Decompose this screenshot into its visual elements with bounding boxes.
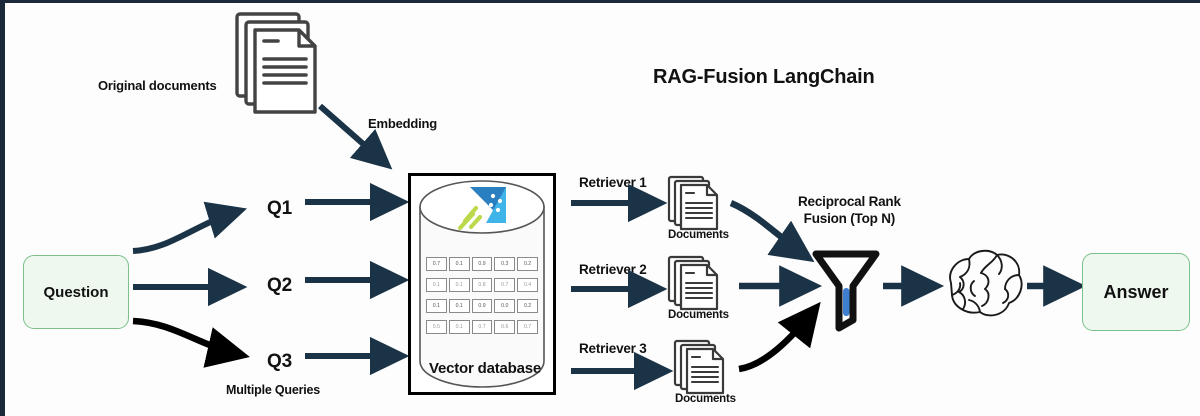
query-label-q3: Q3 [267, 351, 292, 372]
retriever-2-label: Retriever 2 [579, 262, 647, 277]
retrieved-documents-icon-3 [673, 339, 735, 395]
vector-cell: 0.5 [426, 320, 447, 334]
vector-cell: 0.1 [448, 278, 470, 292]
q3-to-vectordb-arrow [305, 336, 410, 376]
llm-brain-icon [941, 243, 1027, 327]
vector-database-label: Vector database [429, 360, 542, 377]
vector-cell: 0.9 [471, 299, 493, 313]
vector-cell: 0.7 [494, 278, 516, 292]
retriever-2-arrow [571, 269, 668, 309]
answer-node[interactable]: Answer [1082, 253, 1190, 331]
multiple-queries-label: Multiple Queries [226, 383, 321, 397]
vector-cell: 0.6 [494, 320, 516, 334]
llm-to-answer-arrow [1027, 265, 1087, 307]
documents-3-to-fusion-arrow [738, 301, 821, 373]
page-title: RAG-Fusion LangChain [653, 66, 875, 88]
query-label-q1: Q1 [267, 198, 292, 219]
query-label-q2: Q2 [267, 275, 292, 296]
vector-cell: 0.1 [426, 299, 447, 313]
embedding-label: Embedding [368, 116, 437, 131]
funnel-icon [811, 248, 881, 332]
question-node[interactable]: Question [23, 255, 129, 329]
documents-1-to-fusion-arrow [729, 200, 815, 263]
vector-cell: 0.1 [448, 299, 470, 313]
q2-to-vectordb-arrow [305, 260, 410, 300]
fusion-to-llm-arrow [883, 265, 945, 307]
vector-cell: 0.7 [426, 257, 447, 271]
vector-cell: 0.3 [494, 257, 516, 271]
reciprocal-rank-fusion-label: Reciprocal Rank Fusion (Top N) [798, 194, 901, 226]
vector-cell: 0.4 [517, 278, 538, 292]
original-documents-label: Original documents [98, 78, 217, 93]
retrieved-documents-icon-1 [667, 175, 729, 231]
question-fanout-arrows [132, 201, 250, 368]
documents-label-2: Documents [668, 309, 729, 321]
question-label: Question [43, 283, 109, 301]
vector-cell: 0.1 [448, 257, 470, 271]
vector-cell: 0.2 [517, 299, 538, 313]
retrieved-documents-icon-2 [667, 255, 729, 311]
vector-cell: 0.0 [494, 299, 516, 313]
vector-cell: 0.2 [517, 257, 538, 271]
vector-database-cylinder [419, 180, 545, 388]
documents-2-to-fusion-arrow [739, 265, 823, 307]
q1-to-vectordb-arrow [305, 182, 410, 222]
vector-cell: 0.9 [471, 257, 493, 271]
retriever-3-arrow [571, 351, 674, 391]
vector-cell: 0.7 [471, 320, 493, 334]
vector-cell: 0.7 [517, 320, 538, 334]
vector-cell: 0.8 [471, 278, 493, 292]
answer-label: Answer [1103, 281, 1169, 302]
documents-label-3: Documents [675, 393, 736, 405]
embedding-arrow [318, 103, 393, 170]
original-documents-icon [233, 11, 343, 114]
vector-cell: 0.1 [426, 278, 447, 292]
retriever-1-arrow [571, 183, 668, 223]
documents-label-1: Documents [668, 229, 729, 241]
vector-database-logo-icon [457, 187, 506, 231]
retriever-1-label: Retriever 1 [579, 175, 647, 190]
vector-cell: 0.1 [448, 320, 470, 334]
retriever-3-label: Retriever 3 [579, 341, 647, 356]
